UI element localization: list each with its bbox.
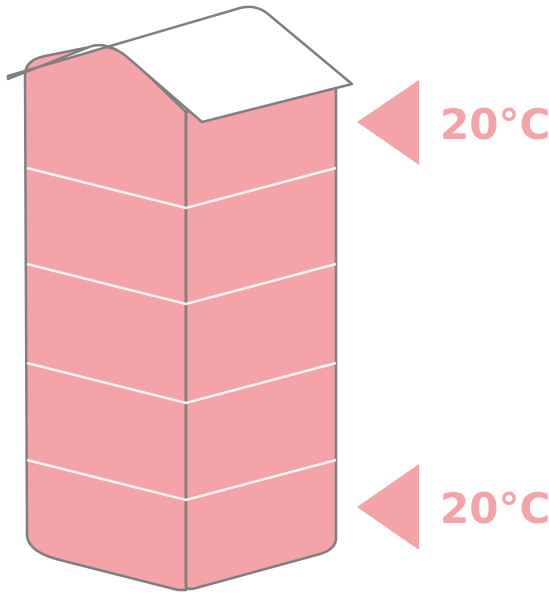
- bottom-temperature-label: 20°C: [440, 484, 549, 533]
- top-temperature-arrow-icon: [357, 80, 419, 165]
- floor-dividers: [26, 166, 337, 502]
- floor-divider-3: [26, 361, 337, 405]
- floor-divider-1: [26, 166, 337, 210]
- bottom-temperature-arrow-icon: [357, 464, 419, 550]
- top-temperature-label: 20°C: [440, 100, 549, 149]
- building-left-wall: [23, 44, 188, 592]
- building-right-wall: [184, 86, 338, 591]
- floor-divider-2: [26, 262, 337, 306]
- floor-divider-4: [26, 458, 337, 502]
- building-roof: [6, 5, 354, 124]
